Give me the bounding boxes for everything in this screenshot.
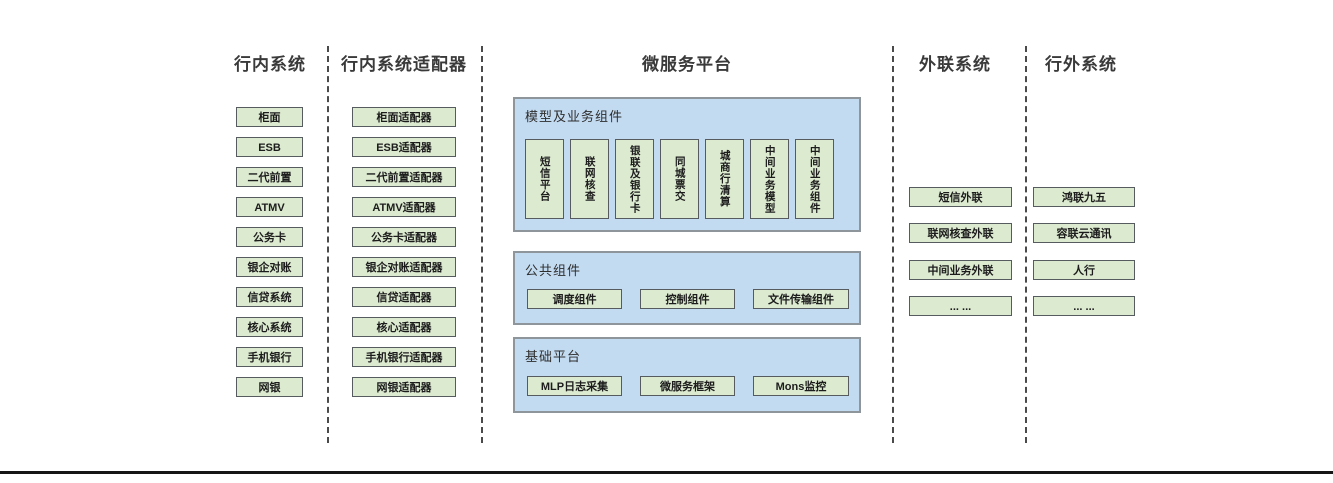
adapter-box: 信贷适配器 bbox=[352, 287, 456, 307]
adapter-box: 核心适配器 bbox=[352, 317, 456, 337]
panel-common-components: 公共组件 调度组件 控制组件 文件传输组件 bbox=[513, 251, 861, 325]
panel-label: 基础平台 bbox=[525, 349, 582, 364]
component-box-vertical: 同城票交 bbox=[660, 139, 699, 219]
column-header-internal-systems: 行内系统 bbox=[234, 55, 306, 74]
system-box: ESB bbox=[236, 137, 303, 157]
system-box: 核心系统 bbox=[236, 317, 303, 337]
outlink-box: 中间业务外联 bbox=[909, 260, 1012, 280]
adapter-box: 柜面适配器 bbox=[352, 107, 456, 127]
adapter-box: ATMV适配器 bbox=[352, 197, 456, 217]
external-box: ... ... bbox=[1033, 296, 1135, 316]
column-header-outlink-systems: 外联系统 bbox=[919, 55, 991, 74]
component-box-vertical: 联网核查 bbox=[570, 139, 609, 219]
system-box: 信贷系统 bbox=[236, 287, 303, 307]
component-box-vertical: 短信平台 bbox=[525, 139, 564, 219]
column-separator-2 bbox=[481, 46, 483, 443]
component-box: Mons监控 bbox=[753, 376, 849, 396]
component-box: MLP日志采集 bbox=[527, 376, 622, 396]
external-box: 容联云通讯 bbox=[1033, 223, 1135, 243]
column-separator-3 bbox=[892, 46, 894, 443]
column-header-microservice-platform: 微服务平台 bbox=[642, 55, 732, 74]
system-box: ATMV bbox=[236, 197, 303, 217]
column-separator-4 bbox=[1025, 46, 1027, 443]
component-box: 控制组件 bbox=[640, 289, 735, 309]
column-header-internal-adapters: 行内系统适配器 bbox=[341, 55, 467, 74]
component-box-vertical: 城商行清算 bbox=[705, 139, 744, 219]
component-box-vertical: 银联及银行卡 bbox=[615, 139, 654, 219]
adapter-box: ESB适配器 bbox=[352, 137, 456, 157]
system-box: 公务卡 bbox=[236, 227, 303, 247]
outlink-box: ... ... bbox=[909, 296, 1012, 316]
bottom-divider bbox=[0, 471, 1333, 474]
panel-label: 公共组件 bbox=[525, 263, 582, 278]
adapter-box: 公务卡适配器 bbox=[352, 227, 456, 247]
outlink-box: 联网核查外联 bbox=[909, 223, 1012, 243]
system-box: 手机银行 bbox=[236, 347, 303, 367]
external-box: 鸿联九五 bbox=[1033, 187, 1135, 207]
adapter-box: 手机银行适配器 bbox=[352, 347, 456, 367]
system-box: 网银 bbox=[236, 377, 303, 397]
component-box: 调度组件 bbox=[527, 289, 622, 309]
adapter-box: 银企对账适配器 bbox=[352, 257, 456, 277]
column-separator-1 bbox=[327, 46, 329, 443]
panel-model-business-components: 模型及业务组件 短信平台 联网核查 银联及银行卡 同城票交 城商行清算 中间业务… bbox=[513, 97, 861, 232]
panel-label: 模型及业务组件 bbox=[525, 109, 624, 124]
component-box-vertical: 中间业务组件 bbox=[795, 139, 834, 219]
external-box: 人行 bbox=[1033, 260, 1135, 280]
system-box: 柜面 bbox=[236, 107, 303, 127]
adapter-box: 网银适配器 bbox=[352, 377, 456, 397]
outlink-box: 短信外联 bbox=[909, 187, 1012, 207]
component-box: 微服务框架 bbox=[640, 376, 735, 396]
column-header-external-systems: 行外系统 bbox=[1045, 55, 1117, 74]
component-box: 文件传输组件 bbox=[753, 289, 849, 309]
component-box-vertical: 中间业务模型 bbox=[750, 139, 789, 219]
system-box: 银企对账 bbox=[236, 257, 303, 277]
panel-base-platform: 基础平台 MLP日志采集 微服务框架 Mons监控 bbox=[513, 337, 861, 413]
adapter-box: 二代前置适配器 bbox=[352, 167, 456, 187]
system-box: 二代前置 bbox=[236, 167, 303, 187]
